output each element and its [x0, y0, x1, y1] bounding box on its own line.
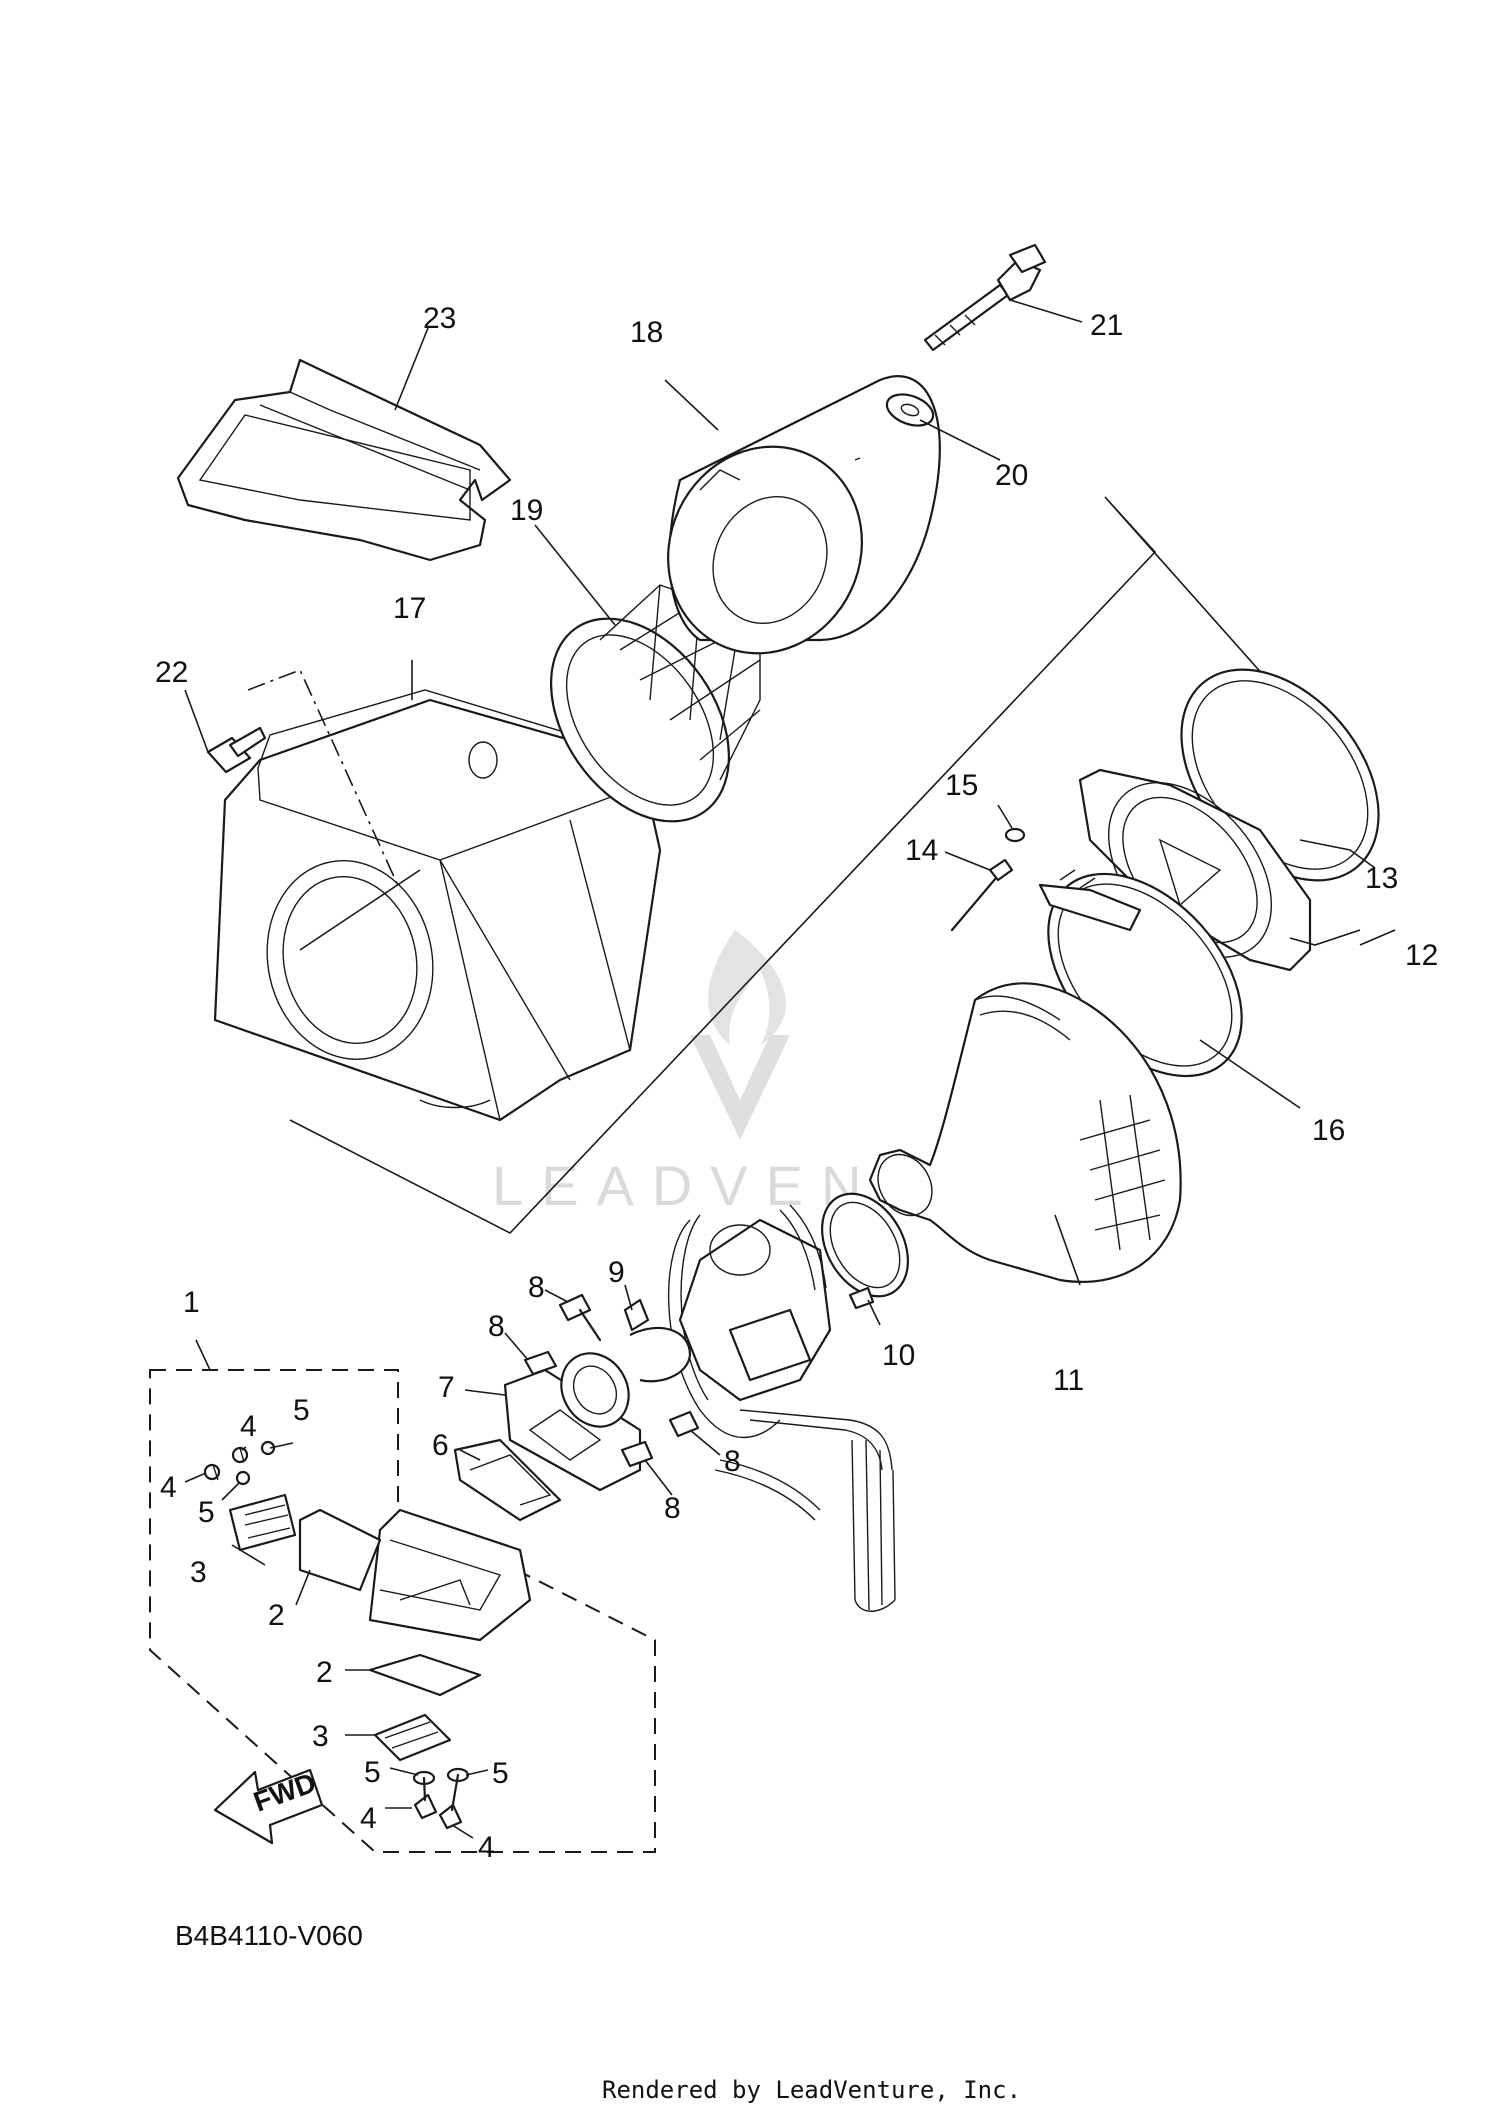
callout-14: 14: [905, 834, 938, 867]
callout-3a: 3: [190, 1556, 207, 1589]
part-20-washer: [885, 393, 935, 427]
part-10-hose-clamp: [821, 1192, 909, 1310]
fwd-arrow-icon: FWD: [213, 1767, 324, 1845]
callout-15: 15: [945, 769, 978, 802]
part-23-cover: [176, 358, 512, 562]
callout-7: 7: [438, 1371, 455, 1404]
callout-4a: 4: [240, 1410, 257, 1443]
callout-13: 13: [1365, 862, 1398, 895]
callout-5b: 5: [198, 1496, 215, 1529]
callout-8a: 8: [528, 1271, 545, 1304]
part-15-washer: [1004, 827, 1026, 843]
callout-11: 11: [1053, 1364, 1084, 1397]
callout-5c: 5: [364, 1756, 381, 1789]
part-6-reed-valve: [453, 1438, 562, 1522]
diagram-code: B4B4110-V060: [175, 1920, 363, 1951]
callout-4b: 4: [160, 1471, 177, 1504]
callout-4c: 4: [360, 1802, 377, 1835]
part-18-air-filter: [667, 375, 941, 655]
callout-17: 17: [393, 592, 426, 625]
callout-12: 12: [1405, 939, 1438, 972]
part-17-airbox: [213, 689, 662, 1122]
callout-5d: 5: [492, 1757, 509, 1790]
callout-2b: 2: [316, 1656, 333, 1689]
callout-8b: 8: [488, 1310, 505, 1343]
callout-20: 20: [995, 459, 1028, 492]
callout-5a: 5: [293, 1394, 310, 1427]
part-22-bolt: [206, 726, 267, 774]
part-2-reed-petal-upper: [298, 1508, 382, 1592]
part-9-clamp: [623, 1298, 692, 1383]
part-21-wing-bolt: [923, 243, 1047, 352]
callout-6: 6: [432, 1429, 449, 1462]
callout-16: 16: [1312, 1114, 1345, 1147]
callout-8c: 8: [724, 1445, 741, 1478]
leader-lines: [184, 299, 1396, 1839]
part-4-5-screws-washers: [203, 1440, 470, 1830]
part-7-carb-joint: [503, 1352, 642, 1492]
part-1-reed-assy-outline: [149, 1369, 656, 1853]
carburetor: [667, 1204, 896, 1612]
rendered-by-credit: Rendered by LeadVenture, Inc.: [602, 2076, 1021, 2104]
callout-3b: 3: [312, 1720, 329, 1753]
part-3-stopper-upper: [228, 1493, 297, 1552]
part-2-reed-petal-lower: [368, 1653, 482, 1697]
callout-labels: 1 2 2 3 3 4 4 4 4 5 5 5 5 6 7 8 8 8 8 9 …: [155, 302, 1438, 1864]
callout-23: 23: [423, 302, 456, 335]
callout-8d: 8: [664, 1492, 681, 1525]
reed-valve-body: [368, 1508, 532, 1642]
callout-9: 9: [608, 1256, 625, 1289]
callout-1: 1: [183, 1286, 200, 1319]
part-3-stopper-lower: [373, 1713, 452, 1762]
callout-4d: 4: [478, 1831, 495, 1864]
callout-10: 10: [882, 1339, 915, 1372]
part-11-intake-duct: [868, 982, 1182, 1283]
callout-18: 18: [630, 316, 663, 349]
callout-22: 22: [155, 656, 188, 689]
callout-19: 19: [510, 494, 543, 527]
callout-21: 21: [1090, 309, 1123, 342]
part-14-rivet: [950, 858, 1014, 932]
callout-2a: 2: [268, 1599, 285, 1632]
